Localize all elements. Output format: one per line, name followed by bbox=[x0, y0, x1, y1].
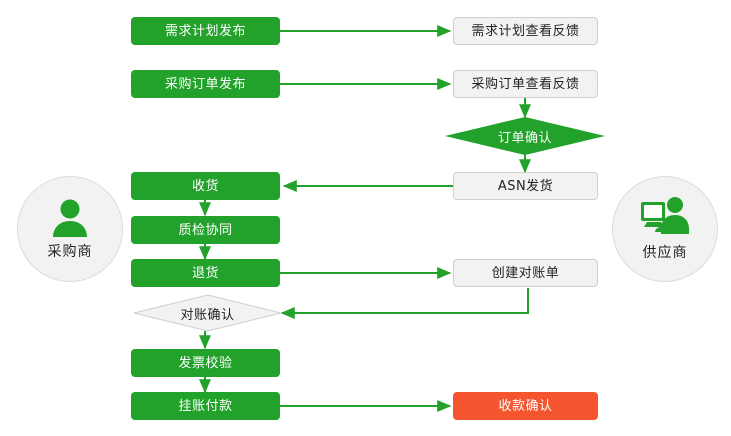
node-demand-plan-feedback[interactable]: 需求计划查看反馈 bbox=[453, 17, 598, 45]
node-purchase-order-feedback[interactable]: 采购订单查看反馈 bbox=[453, 70, 598, 98]
node-create-statement[interactable]: 创建对账单 bbox=[453, 259, 598, 287]
actor-buyer[interactable]: 采购商 bbox=[17, 176, 123, 282]
node-label: ASN发货 bbox=[497, 178, 554, 194]
actor-buyer-label: 采购商 bbox=[47, 244, 93, 260]
node-label: 收款确认 bbox=[498, 398, 553, 414]
node-payable-payment[interactable]: 挂账付款 bbox=[131, 392, 280, 420]
node-label: 订单确认 bbox=[497, 130, 552, 146]
edge-n10-n11 bbox=[280, 288, 529, 319]
node-label: 挂账付款 bbox=[178, 398, 233, 414]
node-statement-confirm[interactable]: 对账确认 bbox=[133, 294, 282, 332]
node-payment-received-confirm[interactable]: 收款确认 bbox=[453, 392, 598, 420]
node-label: 对账确认 bbox=[180, 307, 235, 323]
node-label: 采购订单查看反馈 bbox=[471, 76, 580, 92]
person-at-computer-icon bbox=[639, 196, 691, 240]
node-label: 创建对账单 bbox=[491, 265, 560, 281]
node-label: 退货 bbox=[191, 265, 219, 281]
node-invoice-verify[interactable]: 发票校验 bbox=[131, 349, 280, 377]
node-receive-goods[interactable]: 收货 bbox=[131, 172, 280, 200]
node-label: 质检协同 bbox=[178, 222, 233, 238]
node-purchase-order-publish[interactable]: 采购订单发布 bbox=[131, 70, 280, 98]
actor-supplier[interactable]: 供应商 bbox=[612, 176, 718, 282]
node-asn-shipment[interactable]: ASN发货 bbox=[453, 172, 598, 200]
node-label: 需求计划发布 bbox=[164, 23, 246, 39]
node-demand-plan-publish[interactable]: 需求计划发布 bbox=[131, 17, 280, 45]
actor-supplier-label: 供应商 bbox=[642, 245, 688, 261]
node-label: 发票校验 bbox=[178, 355, 233, 371]
node-return-goods[interactable]: 退货 bbox=[131, 259, 280, 287]
node-label: 收货 bbox=[191, 178, 219, 194]
person-icon bbox=[49, 197, 91, 239]
node-label: 采购订单发布 bbox=[164, 76, 246, 92]
node-quality-inspection[interactable]: 质检协同 bbox=[131, 216, 280, 244]
node-order-confirm[interactable]: 订单确认 bbox=[445, 117, 605, 155]
node-label: 需求计划查看反馈 bbox=[471, 23, 580, 39]
